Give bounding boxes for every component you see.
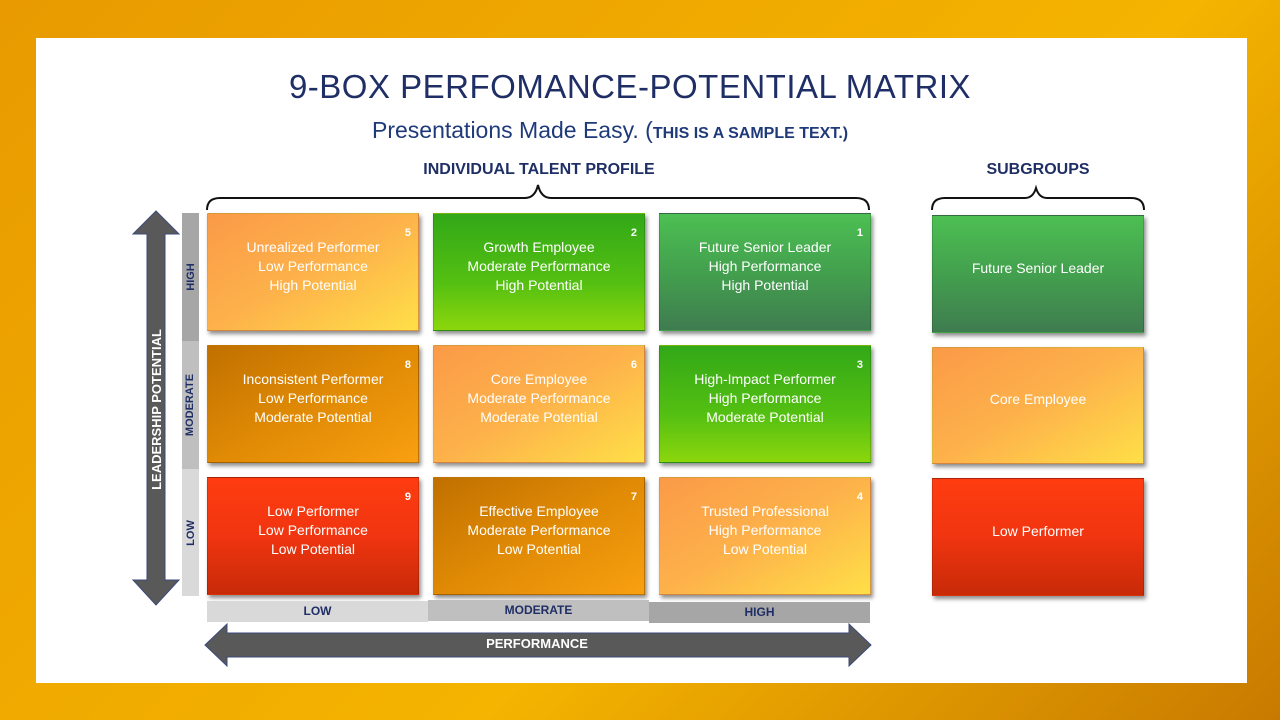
box-number: 8 — [404, 359, 411, 371]
box-performance: Moderate Performance — [467, 521, 611, 538]
talent-box-9: 9 Low Performer Low Performance Low Pote… — [207, 477, 419, 595]
subtitle-note: THIS IS A SAMPLE TEXT.) — [652, 125, 849, 142]
level-label: MODERATE — [184, 373, 197, 437]
box-potential: High Potential — [721, 276, 809, 293]
box-number: 4 — [856, 491, 863, 503]
subgroups-header: SUBGROUPS — [986, 161, 1090, 178]
box-potential: High Potential — [269, 276, 357, 293]
box-title: Inconsistent Performer — [242, 370, 384, 387]
box-number: 1 — [856, 227, 863, 239]
talent-box-3: 3 High-Impact Performer High Performance… — [659, 345, 871, 463]
box-potential: Moderate Potential — [706, 408, 824, 425]
box-performance: High Performance — [708, 389, 822, 406]
level-label: HIGH — [184, 263, 197, 291]
potential-label: LEADERSHIP POTENTIAL — [148, 328, 164, 490]
potential-arrow — [131, 210, 181, 606]
box-potential: Moderate Potential — [254, 408, 372, 425]
box-number: 6 — [630, 359, 637, 371]
performance-level-low: LOW — [207, 601, 428, 622]
box-number: 3 — [856, 359, 863, 371]
box-title: Growth Employee — [483, 238, 595, 255]
box-performance: Moderate Performance — [467, 257, 611, 274]
grid-header: INDIVIDUAL TALENT PROFILE — [423, 161, 655, 178]
box-number: 9 — [404, 491, 411, 503]
performance-label: PERFORMANCE — [486, 636, 588, 651]
box-title: High-Impact Performer — [694, 370, 836, 387]
page-title: 9-BOX PERFOMANCE-POTENTIAL MATRIX — [288, 68, 972, 105]
talent-box-5: 5 Unrealized Performer Low Performance H… — [207, 213, 419, 331]
box-potential: Low Potential — [496, 540, 582, 557]
subtitle-text: Presentations Made Easy. ( — [372, 117, 653, 143]
box-number: 5 — [404, 227, 411, 239]
box-performance: Low Performance — [258, 257, 368, 274]
box-title: Future Senior Leader — [698, 238, 832, 255]
subgroups-brace — [931, 184, 1145, 211]
box-potential: High Potential — [495, 276, 583, 293]
box-title: Core Employee — [490, 370, 588, 387]
box-potential: Low Potential — [722, 540, 808, 557]
subgroup-future-senior-leader: Future Senior Leader — [932, 215, 1144, 333]
box-title: Trusted Professional — [701, 502, 829, 519]
box-performance: High Performance — [708, 257, 822, 274]
box-performance: Low Performance — [258, 389, 368, 406]
box-potential: Moderate Potential — [480, 408, 598, 425]
box-potential: Low Potential — [270, 540, 356, 557]
box-number: 2 — [630, 227, 637, 239]
grid-brace — [206, 184, 870, 211]
box-title: Effective Employee — [479, 502, 599, 519]
potential-label-wrap: LEADERSHIP POTENTIAL — [144, 215, 168, 603]
subgroup-label: Future Senior Leader — [971, 259, 1105, 276]
level-label: LOW — [184, 519, 197, 546]
box-title: Low Performer — [267, 502, 359, 519]
box-performance: Low Performance — [258, 521, 368, 538]
talent-box-2: 2 Growth Employee Moderate Performance H… — [433, 213, 645, 331]
subgroup-label: Core Employee — [989, 391, 1087, 407]
talent-box-7: 7 Effective Employee Moderate Performanc… — [433, 477, 645, 595]
performance-level-moderate: MODERATE — [428, 600, 649, 621]
box-number: 7 — [630, 491, 637, 503]
potential-level-moderate: MODERATE — [182, 341, 199, 469]
box-title: Unrealized Performer — [246, 238, 380, 255]
subtitle: Presentations Made Easy. (THIS IS A SAMP… — [372, 117, 848, 144]
talent-box-8: 8 Inconsistent Performer Low Performance… — [207, 345, 419, 463]
subgroup-low-performer: Low Performer — [932, 478, 1144, 596]
subgroup-label: Low Performer — [992, 522, 1084, 539]
subgroup-core-employee: Core Employee — [932, 347, 1144, 464]
talent-box-6: 6 Core Employee Moderate Performance Mod… — [433, 345, 645, 463]
potential-level-high: HIGH — [182, 213, 199, 341]
box-performance: High Performance — [708, 521, 822, 538]
performance-level-high: HIGH — [649, 602, 870, 623]
performance-arrow — [204, 622, 872, 668]
potential-level-low: LOW — [182, 469, 199, 596]
box-performance: Moderate Performance — [467, 389, 611, 406]
talent-box-4: 4 Trusted Professional High Performance … — [659, 477, 871, 595]
talent-box-1: 1 Future Senior Leader High Performance … — [659, 213, 871, 331]
